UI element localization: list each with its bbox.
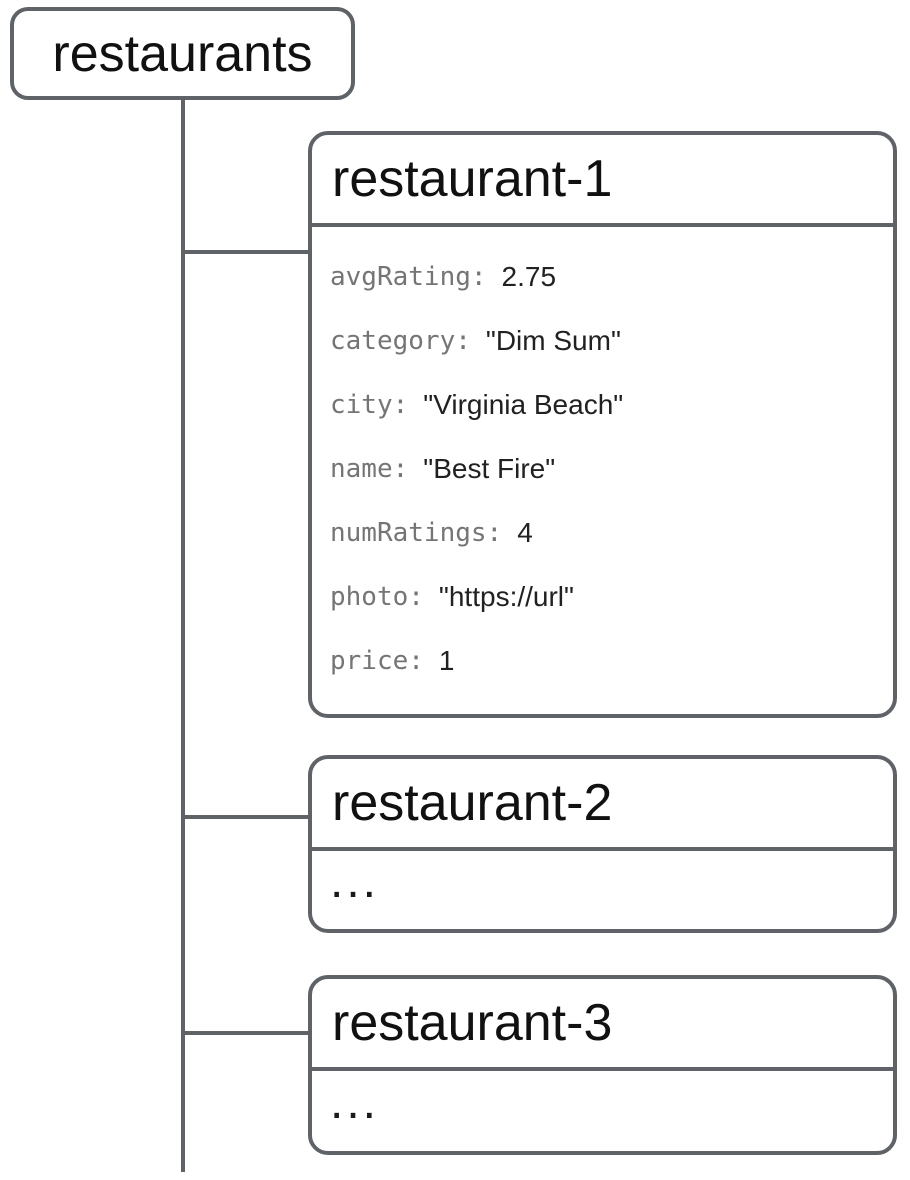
field-key: category: — [330, 326, 471, 356]
field-value: 4 — [517, 517, 533, 548]
node-card-header: restaurant-3 — [312, 979, 893, 1071]
connector-line-restaurant-1 — [183, 250, 308, 254]
field-value: "Best Fire" — [423, 453, 556, 484]
node-card-title: restaurant-1 — [332, 150, 613, 208]
root-node-restaurants: restaurants — [10, 7, 355, 100]
node-card-title: restaurant-3 — [332, 994, 613, 1052]
collapsed-fields-ellipsis: ... — [330, 854, 380, 908]
node-card-collapsed-body: ... — [312, 851, 893, 929]
node-card-fields: avgRating: 2.75 category: "Dim Sum" city… — [312, 227, 893, 714]
field-row-avgRating: avgRating: 2.75 — [330, 245, 893, 309]
field-key: photo: — [330, 582, 424, 612]
field-value: 1 — [438, 645, 455, 676]
field-key: price: — [330, 646, 424, 676]
tree-trunk-line — [181, 100, 185, 1172]
field-value: "Dim Sum" — [485, 325, 621, 356]
node-card-restaurant-3: restaurant-3 ... — [308, 975, 897, 1155]
field-row-name: name: "Best Fire" — [330, 437, 893, 501]
field-value: "https://url" — [438, 581, 574, 612]
node-card-header: restaurant-1 — [312, 135, 893, 227]
node-card-restaurant-2: restaurant-2 ... — [308, 755, 897, 933]
node-card-title: restaurant-2 — [332, 774, 613, 832]
field-row-photo: photo: "https://url" — [330, 565, 893, 629]
root-node-label: restaurants — [52, 24, 313, 83]
field-key: city: — [330, 390, 409, 420]
field-key: numRatings: — [330, 518, 503, 548]
collapsed-fields-ellipsis: ... — [330, 1075, 380, 1129]
field-row-category: category: "Dim Sum" — [330, 309, 893, 373]
field-row-city: city: "Virginia Beach" — [330, 373, 893, 437]
connector-line-restaurant-3 — [183, 1031, 308, 1035]
connector-line-restaurant-2 — [183, 815, 308, 819]
node-card-collapsed-body: ... — [312, 1071, 893, 1151]
field-row-price: price: 1 — [330, 629, 893, 693]
field-row-numRatings: numRatings: 4 — [330, 501, 893, 565]
node-card-restaurant-1: restaurant-1 avgRating: 2.75 category: "… — [308, 131, 897, 718]
field-key: avgRating: — [330, 262, 487, 292]
field-key: name: — [330, 454, 409, 484]
field-value: 2.75 — [501, 261, 557, 292]
node-card-header: restaurant-2 — [312, 759, 893, 851]
field-value: "Virginia Beach" — [423, 389, 624, 420]
